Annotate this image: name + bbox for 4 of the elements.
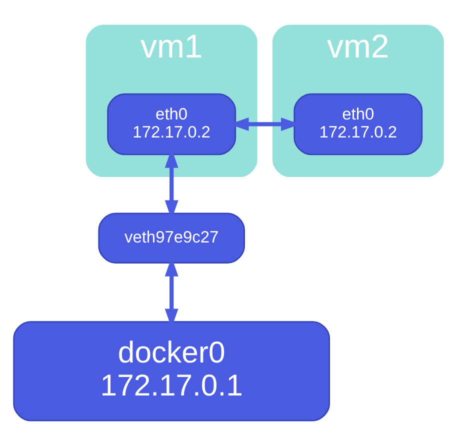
node-box: eth0 172.17.0.2 [107,93,236,156]
node-box: veth97e9c27 [98,212,245,264]
node-box: docker0 172.17.0.1 [13,321,330,422]
node-box: eth0 172.17.0.2 [294,93,423,156]
